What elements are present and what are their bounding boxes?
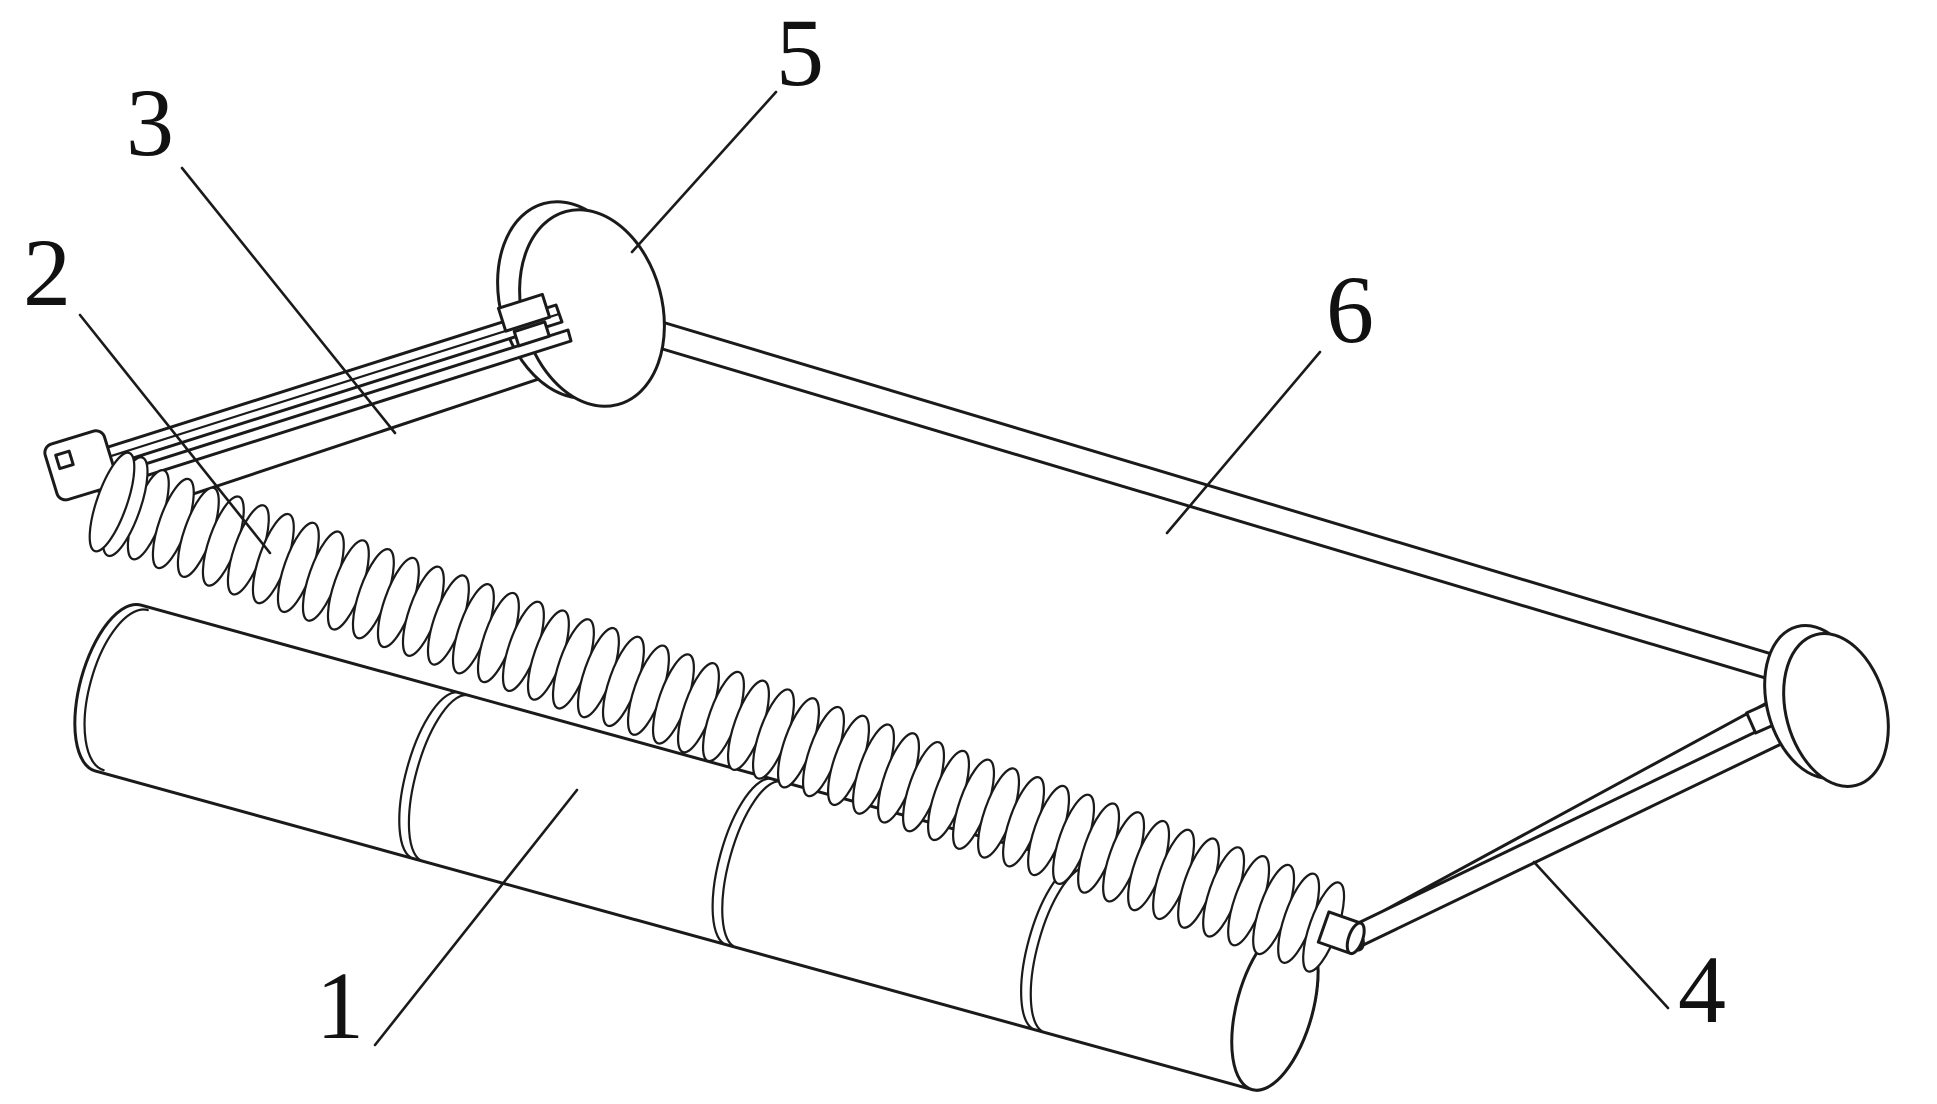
rail-clip-lower xyxy=(512,320,551,348)
leader-lines xyxy=(78,90,1670,1047)
part-labels: 1 2 3 4 5 6 xyxy=(23,0,1726,1059)
leader-line-5 xyxy=(630,90,778,254)
ribbed-roller-collar xyxy=(88,451,136,553)
part-label-5: 5 xyxy=(776,0,824,106)
rail-slider-clips xyxy=(496,292,552,348)
guide-rail xyxy=(43,292,573,502)
leader-line-3 xyxy=(180,166,397,435)
part-label-1: 1 xyxy=(316,952,364,1059)
ribbed-roller-ribs xyxy=(101,460,1346,973)
roller-segment-joint xyxy=(721,780,784,949)
bracket-hole xyxy=(54,449,75,471)
roller-segment-joint xyxy=(1029,865,1092,1034)
part-label-4: 4 xyxy=(1678,936,1726,1043)
guide-rail-midline xyxy=(84,312,561,466)
rail-clip-upper xyxy=(496,292,552,333)
leader-line-6 xyxy=(1165,350,1322,535)
bracket-plate xyxy=(43,429,119,502)
right-flange-disc xyxy=(1763,624,1890,788)
leader-line-4 xyxy=(1532,860,1670,1010)
ribbed-roller-axle-cap xyxy=(1345,921,1366,956)
roller-segment-joint xyxy=(407,693,470,863)
part-label-6: 6 xyxy=(1326,256,1374,363)
left-mount-bracket xyxy=(43,429,119,502)
leader-line-1 xyxy=(373,788,579,1047)
lower-roller-left-cap-rim xyxy=(83,608,149,772)
leader-line-2 xyxy=(78,313,272,555)
right-flange-face xyxy=(1782,632,1890,788)
part-label-2: 2 xyxy=(23,219,71,326)
part-label-3: 3 xyxy=(126,69,174,176)
ribbed-roller xyxy=(88,451,1366,973)
roller-segment-joint xyxy=(398,691,461,860)
roller-segment-joint xyxy=(711,777,774,946)
